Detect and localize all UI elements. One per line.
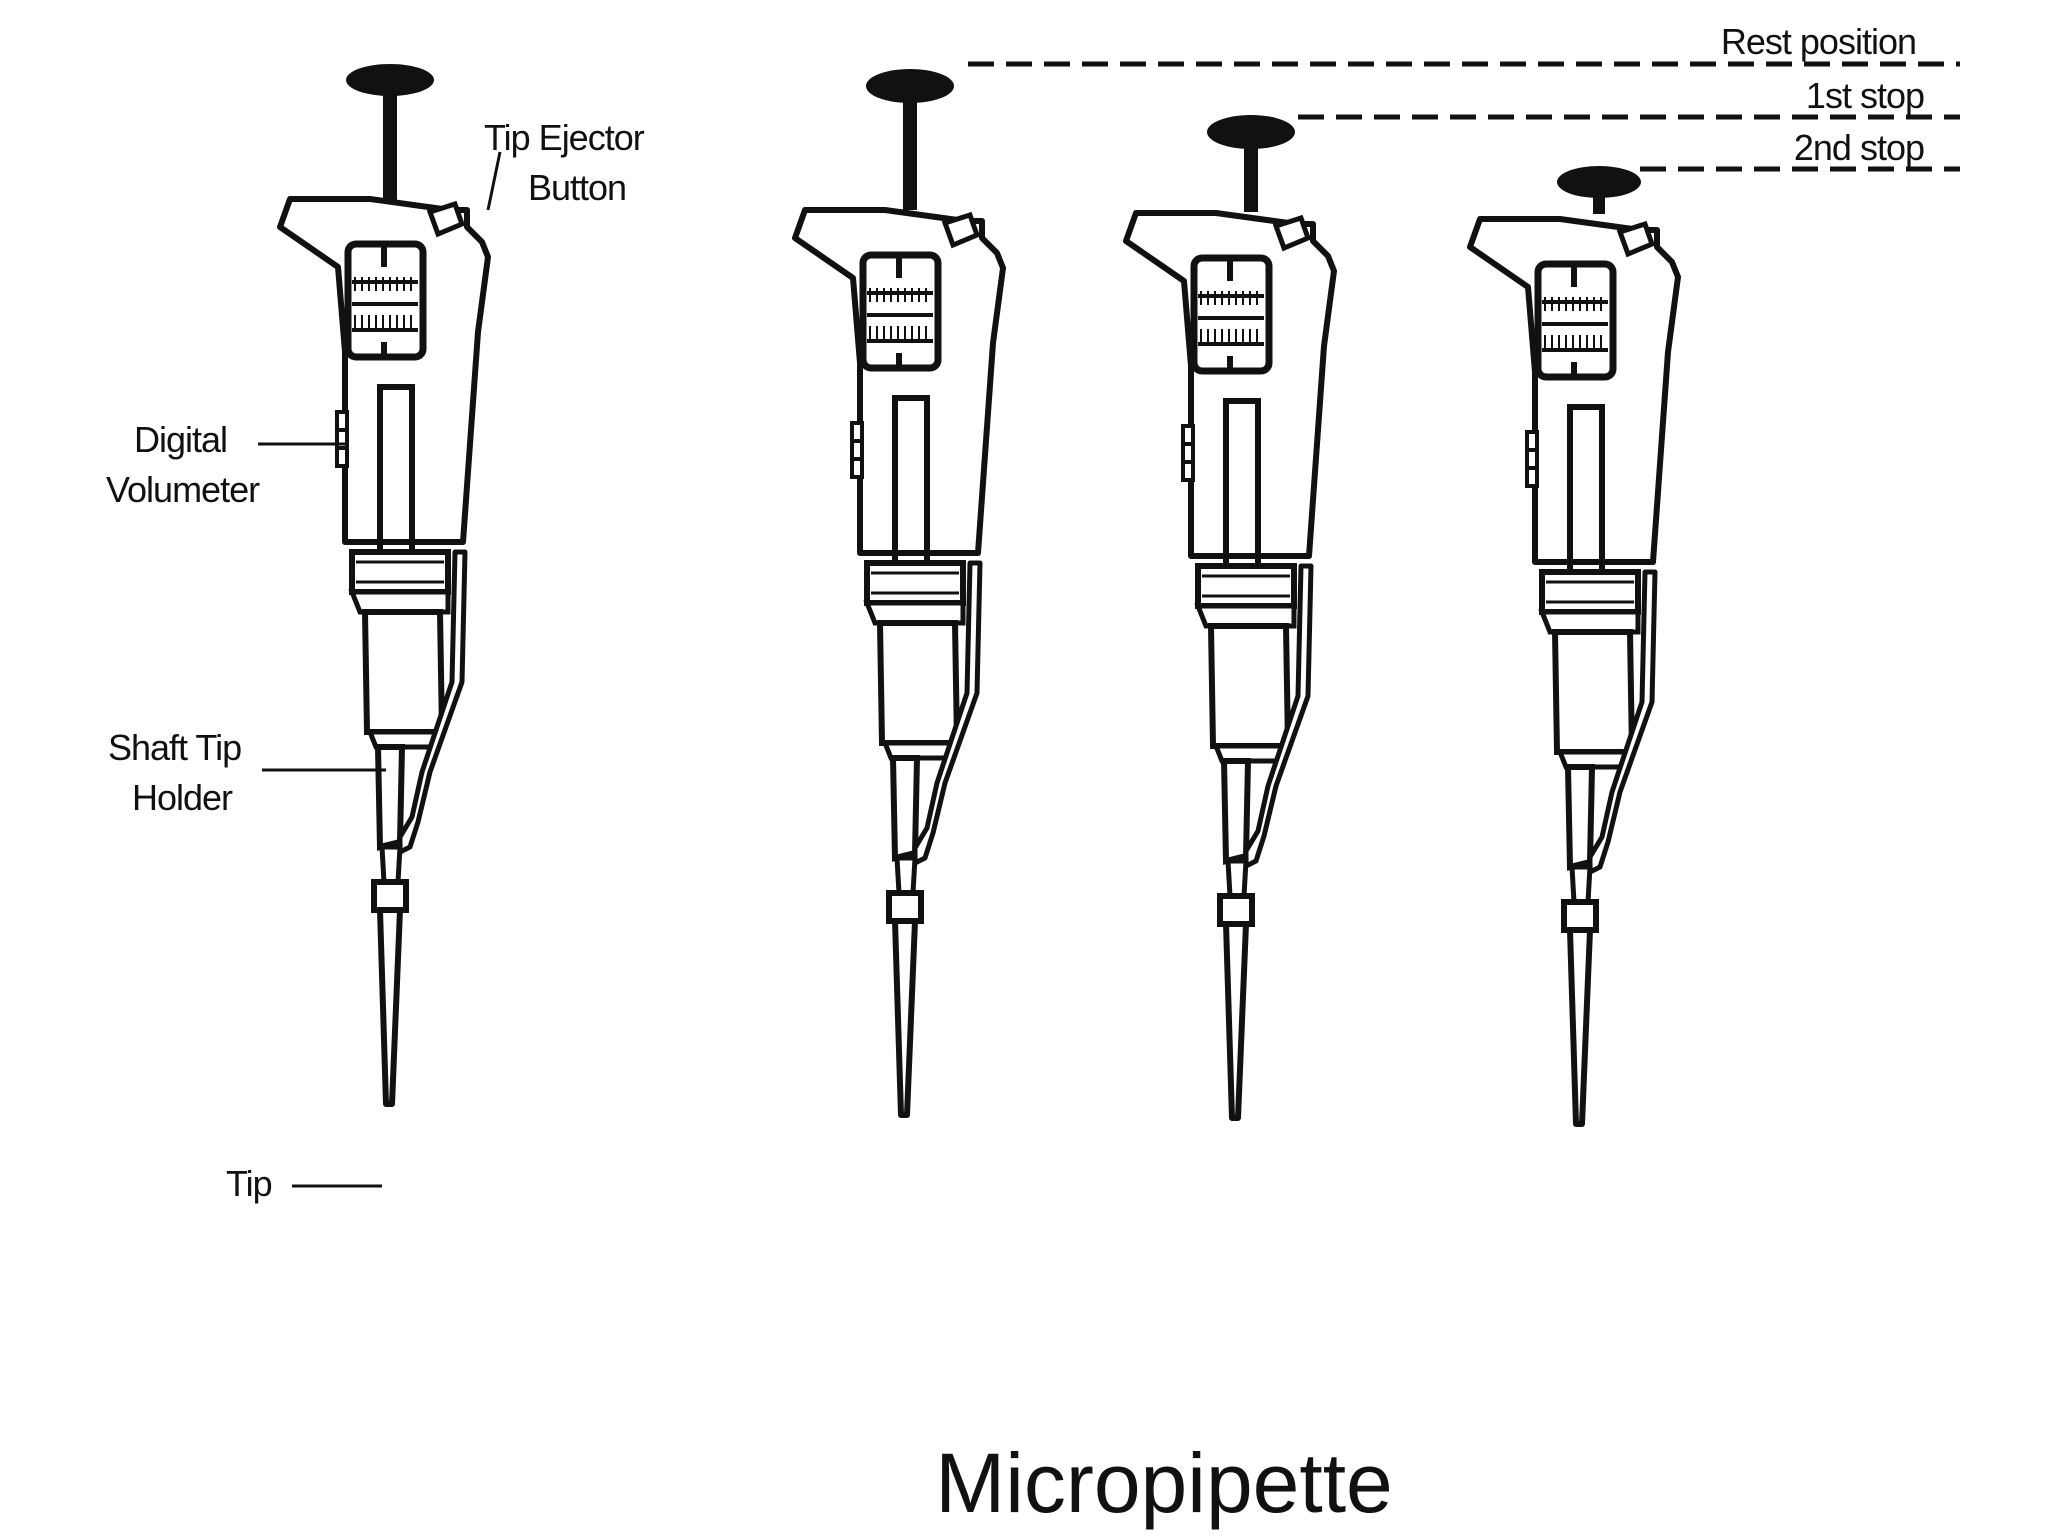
digital-volumeter-label-line1: Digital: [134, 419, 227, 460]
second-stop-label: 2nd stop: [1794, 127, 1924, 168]
plunger-button: [1207, 115, 1295, 149]
plunger-stem: [903, 85, 917, 210]
pipette-labeled: [280, 64, 488, 1104]
page-title: Micropipette: [935, 1436, 1393, 1530]
plunger-button: [1557, 166, 1641, 198]
first-stop-label: 1st stop: [1806, 75, 1924, 116]
plunger-stem: [1244, 132, 1258, 212]
pipette-rest-position: [795, 69, 1003, 1115]
label-leader-lines: [258, 151, 502, 1188]
shaft-tip-holder-label-line2: Holder: [132, 777, 233, 818]
pipette-second-stop: [1470, 166, 1678, 1124]
tip-ejector-label-line1: Tip Ejector: [484, 117, 645, 158]
shaft-tip-holder-label-line1: Shaft Tip: [108, 727, 241, 768]
plunger-button: [866, 69, 954, 103]
rest-position-label: Rest position: [1721, 21, 1916, 62]
plunger-stem: [383, 80, 397, 200]
tip-ejector-leader: [486, 151, 502, 211]
plunger-button: [346, 64, 434, 96]
position-guide-lines: [968, 61, 1960, 172]
tip-ejector-label-line2: Button: [528, 167, 626, 208]
digital-volumeter-label-line2: Volumeter: [106, 469, 260, 510]
tip-label: Tip: [226, 1163, 272, 1204]
pipette-first-stop: [1126, 115, 1334, 1118]
